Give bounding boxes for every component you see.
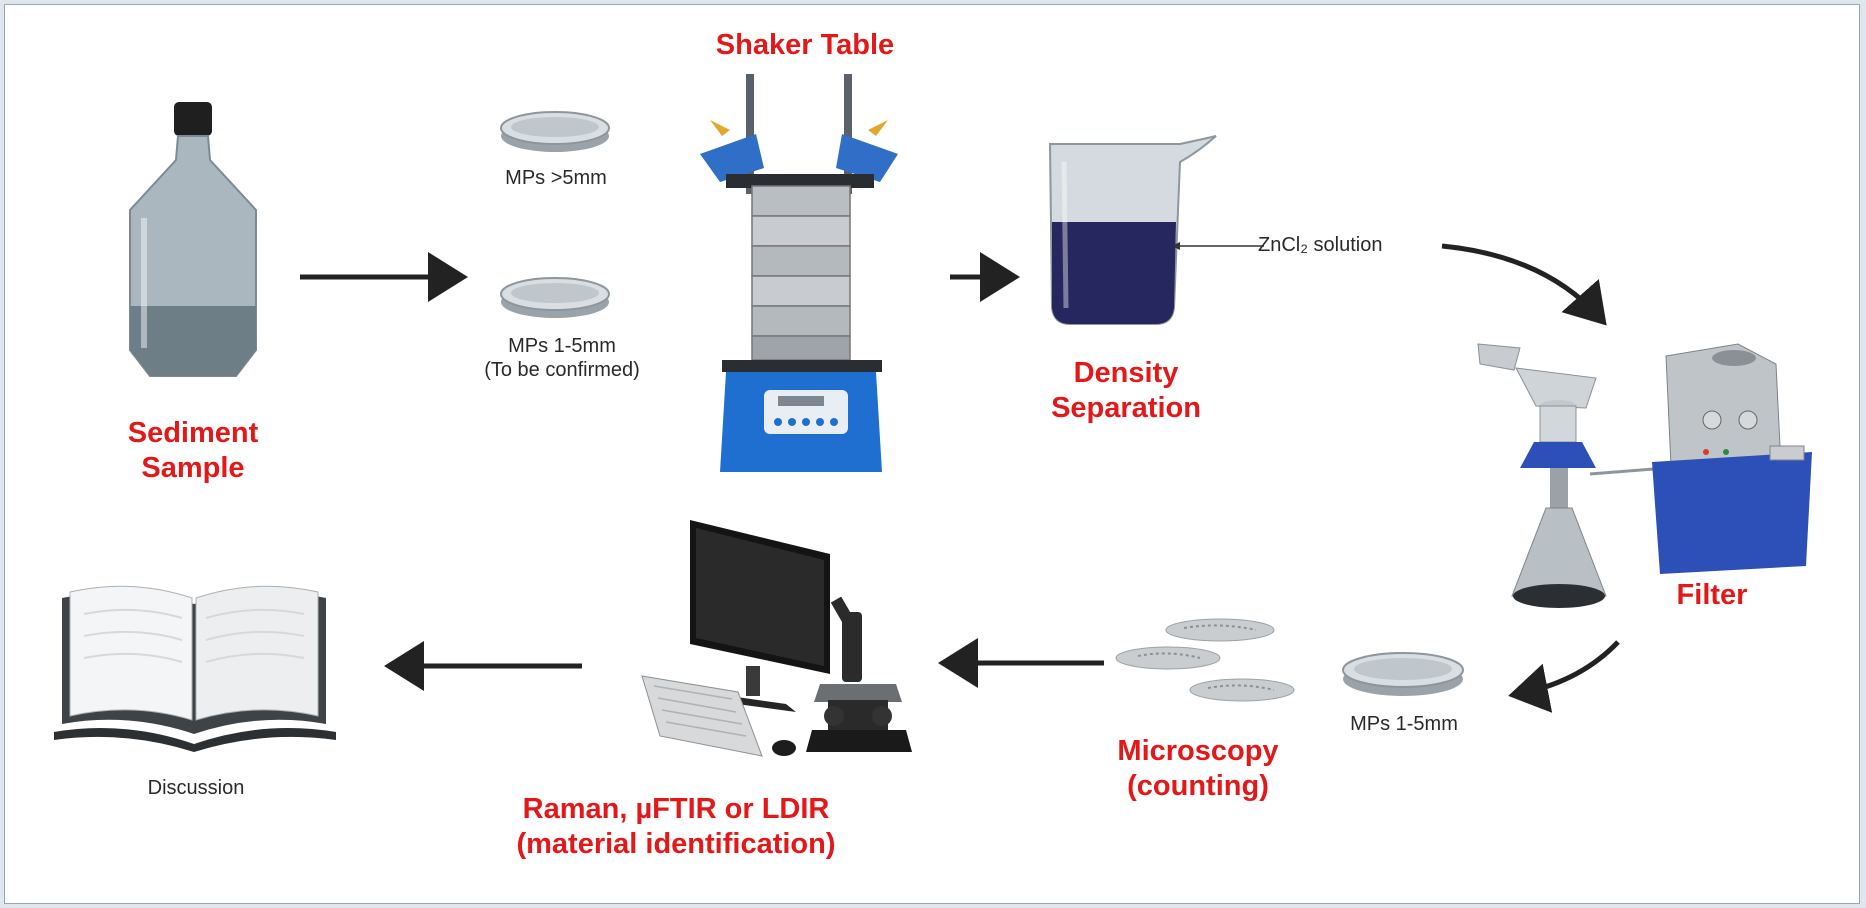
step-label-microscopy: Microscopy (counting) [1117,735,1279,803]
caption-mps-gt5mm: MPs >5mm [505,167,607,189]
caption-mps-1-5mm-tbc: MPs 1-5mm (To be confirmed) [484,335,640,382]
sieve-shaker-icon [700,74,898,472]
step-label-shaker-table: Shaker Table [715,29,895,61]
microscope-computer-icon [641,520,912,757]
filter-paper-icon [1115,618,1295,702]
arrow-filter-to-counting [1508,640,1620,713]
petri-dish-icon [500,111,610,152]
vacuum-filter-icon [1477,343,1812,608]
step-label-identification: Raman, µFTIR or LDIR (material identific… [516,793,836,861]
caption-zncl2-solution: ZnCl₂ solution [1258,234,1383,256]
step-label-density-separation: Density Separation [1051,357,1201,425]
beaker-icon [1048,135,1217,325]
petri-dish-icon [500,277,610,318]
step-label-filter: Filter [1676,579,1748,611]
caption-mps-1-5mm: MPs 1-5mm [1350,713,1458,735]
petri-dish-icon [1342,652,1464,696]
caption-discussion: Discussion [147,777,245,799]
step-label-sediment-sample: Sediment Sample [127,417,259,485]
zncl2-pointer [1172,242,1264,250]
open-book-icon [54,585,336,752]
bottle-icon [129,102,257,377]
arrow-density-to-filter [1441,243,1607,326]
